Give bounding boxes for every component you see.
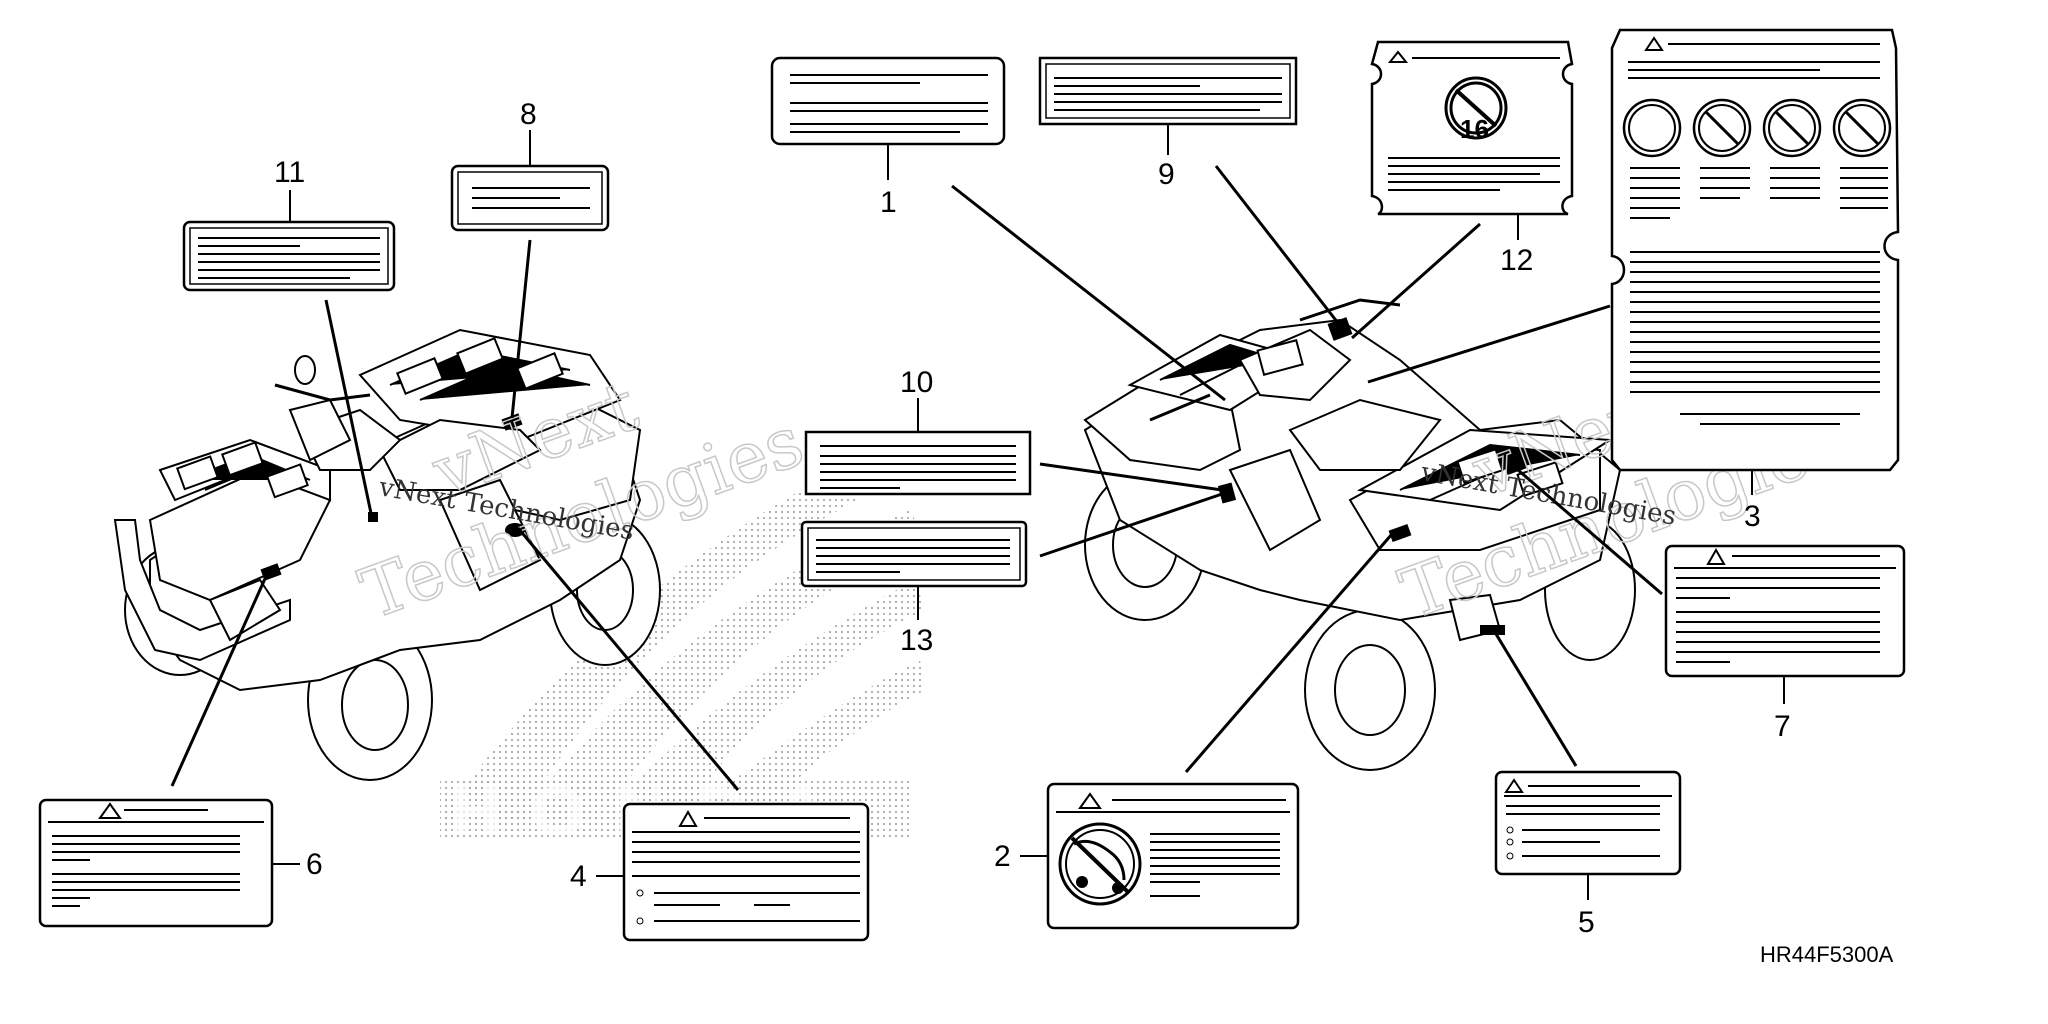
callout-2: 2 <box>994 840 1011 873</box>
callout-10: 10 <box>900 366 933 399</box>
callout-1: 1 <box>880 186 897 219</box>
label-2 <box>1020 782 1300 930</box>
label-1 <box>770 56 1006 180</box>
label-8 <box>450 130 610 232</box>
label-4 <box>596 802 870 942</box>
atv-left-illustration <box>113 328 661 781</box>
atv-right-illustration <box>1083 298 1636 771</box>
callout-4: 4 <box>570 860 587 893</box>
label-10 <box>804 398 1032 496</box>
callout-6: 6 <box>306 848 323 881</box>
part-code: HR44F5300A <box>1760 942 1894 967</box>
label-7 <box>1664 544 1906 704</box>
callout-7: 7 <box>1774 710 1791 743</box>
callout-13: 13 <box>900 624 933 657</box>
label-3 <box>1610 28 1900 495</box>
callout-11: 11 <box>274 156 305 189</box>
label-11 <box>182 190 396 292</box>
callout-9: 9 <box>1158 158 1175 191</box>
callout-3: 3 <box>1744 500 1761 533</box>
leader-lines <box>170 165 1663 791</box>
label-12: 16 <box>1370 40 1574 240</box>
label12-age-number: 16 <box>1460 114 1489 144</box>
label-13 <box>800 520 1028 620</box>
callout-12: 12 <box>1500 244 1533 277</box>
callout-8: 8 <box>520 98 537 131</box>
label-6 <box>38 798 300 928</box>
label-9 <box>1038 56 1298 155</box>
label-5 <box>1494 770 1682 900</box>
callout-5: 5 <box>1578 906 1595 939</box>
